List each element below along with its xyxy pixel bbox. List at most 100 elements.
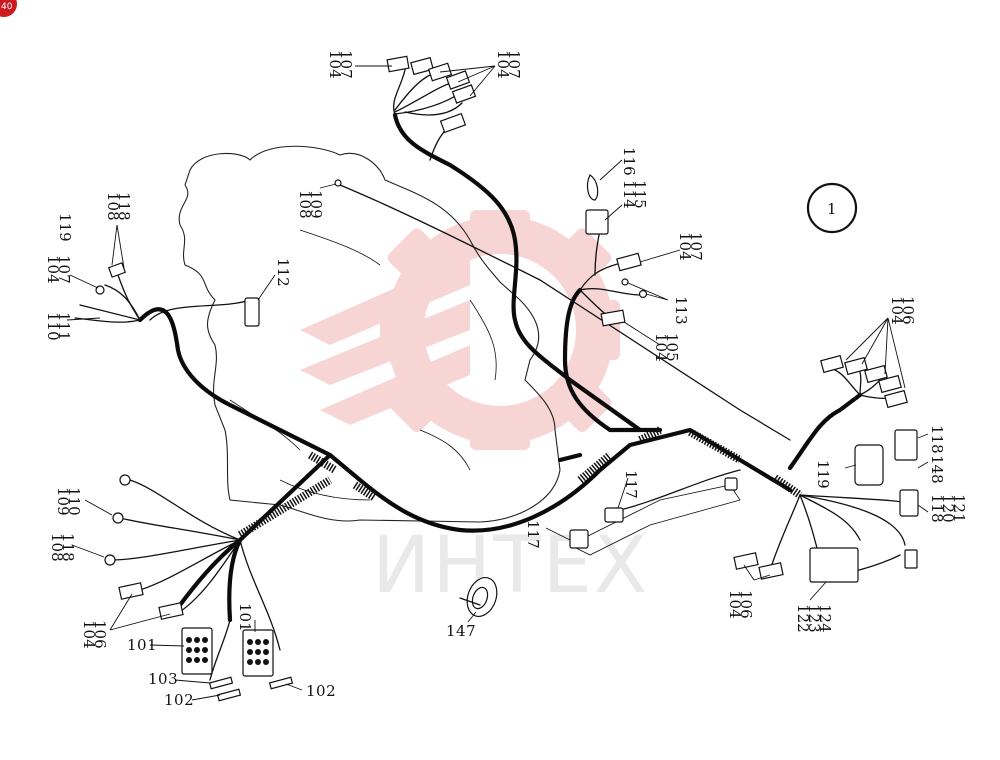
connector-top-group — [386, 55, 477, 134]
badge-circle — [0, 0, 17, 17]
part-label-text: 104 — [80, 620, 98, 649]
corrugated-sleeves — [237, 426, 803, 539]
fuse-block-right — [242, 629, 274, 677]
part-label-text: 123 — [805, 604, 823, 633]
part-label-l148: 148 — [928, 455, 946, 484]
part-label-text: 108 — [48, 533, 66, 562]
part-label-text: 114 — [620, 180, 638, 209]
part-label-l113: 113 — [672, 296, 690, 325]
part-label-text: 119 — [814, 460, 832, 489]
part-label-text: 148 — [928, 455, 946, 484]
part-label-text: 104 — [44, 255, 62, 284]
diagram-number-text: 1 — [827, 200, 837, 218]
part-label-text: 115 — [631, 180, 649, 209]
leader-lines — [66, 65, 929, 701]
part-label-text: 119 — [56, 213, 74, 242]
part-label-text: 101 — [236, 603, 254, 632]
part-label-l147: 147 — [446, 622, 476, 640]
part-label-l102-left: 102 — [164, 691, 194, 709]
part-label-text: 147 — [446, 622, 476, 640]
part-label-text: 118 — [928, 494, 946, 523]
part-label-l117-mid: 117 — [622, 470, 640, 499]
harness-end-109 — [334, 179, 342, 187]
watermark-logo: ИНТЕХ — [300, 210, 649, 611]
part-label-text: 104 — [652, 333, 670, 362]
part-label-text: 124 — [816, 604, 834, 633]
bracket-plate — [569, 484, 741, 556]
part-label-text: 120 — [939, 494, 957, 523]
part-label-text: 118 — [928, 425, 946, 454]
part-label-text: 117 — [622, 470, 640, 499]
fuse-block-left — [181, 627, 213, 675]
watermark-text: ИНТЕХ — [372, 521, 649, 611]
part-label-text: 103 — [148, 670, 178, 688]
part-label-text: 104 — [726, 590, 744, 619]
part-label-text: 104 — [494, 50, 512, 79]
part-label-text: 102 — [164, 691, 194, 709]
part-label-l103: 103 — [148, 670, 178, 688]
part-label-text: 104 — [326, 50, 344, 79]
part-label-text: 122 — [794, 604, 812, 633]
part-label-l119-right: 119 — [814, 460, 832, 489]
part-label-text: 104 — [676, 232, 694, 261]
part-label-text: 106 — [899, 296, 917, 325]
part-label-l102-right: 102 — [306, 682, 336, 700]
part-label-l101-left: 101 — [127, 636, 157, 654]
diagram-number: 1 — [806, 182, 858, 234]
connector-bottom-group — [104, 474, 784, 620]
part-label-l101-right: 101 — [236, 603, 254, 632]
part-label-text: 107 — [337, 50, 355, 79]
part-label-text: 102 — [306, 682, 336, 700]
part-label-text: 105 — [663, 333, 681, 362]
connector-mid-group — [585, 174, 648, 327]
watermark-gear-icon — [300, 210, 620, 450]
part-label-text: 121 — [950, 494, 968, 523]
part-label-text: 109 — [307, 190, 325, 219]
grommet-147 — [459, 577, 498, 617]
part-label-l116: 116 — [620, 147, 638, 176]
badge-text: 40 — [1, 2, 13, 12]
part-label-text: 108 — [296, 190, 314, 219]
part-label-l112: 112 — [274, 258, 292, 287]
part-label-text: 104 — [888, 296, 906, 325]
connectors — [95, 55, 919, 702]
part-label-l117-left: 117 — [524, 520, 542, 549]
part-label-text: 107 — [687, 232, 705, 261]
part-label-l118-right: 118 — [928, 425, 946, 454]
engine-outline — [178, 145, 561, 523]
connector-right-group — [809, 354, 919, 583]
part-label-text: 109 — [54, 487, 72, 516]
part-label-text: 106 — [91, 620, 109, 649]
part-label-text: 118 — [59, 533, 77, 562]
part-label-text: 107 — [55, 255, 73, 284]
pins-102-103 — [208, 676, 294, 702]
part-label-text: 111 — [55, 312, 73, 341]
part-label-text: 118 — [115, 192, 133, 221]
part-label-text: 112 — [274, 258, 292, 287]
page-badge: 40 — [0, 0, 17, 17]
part-label-text: 117 — [524, 520, 542, 549]
part-label-text: 108 — [104, 192, 122, 221]
part-label-text: 113 — [672, 296, 690, 325]
connector-left-group — [95, 262, 260, 327]
part-label-text: 106 — [737, 590, 755, 619]
part-label-text: 110 — [65, 487, 83, 516]
part-label-text: 101 — [127, 636, 157, 654]
